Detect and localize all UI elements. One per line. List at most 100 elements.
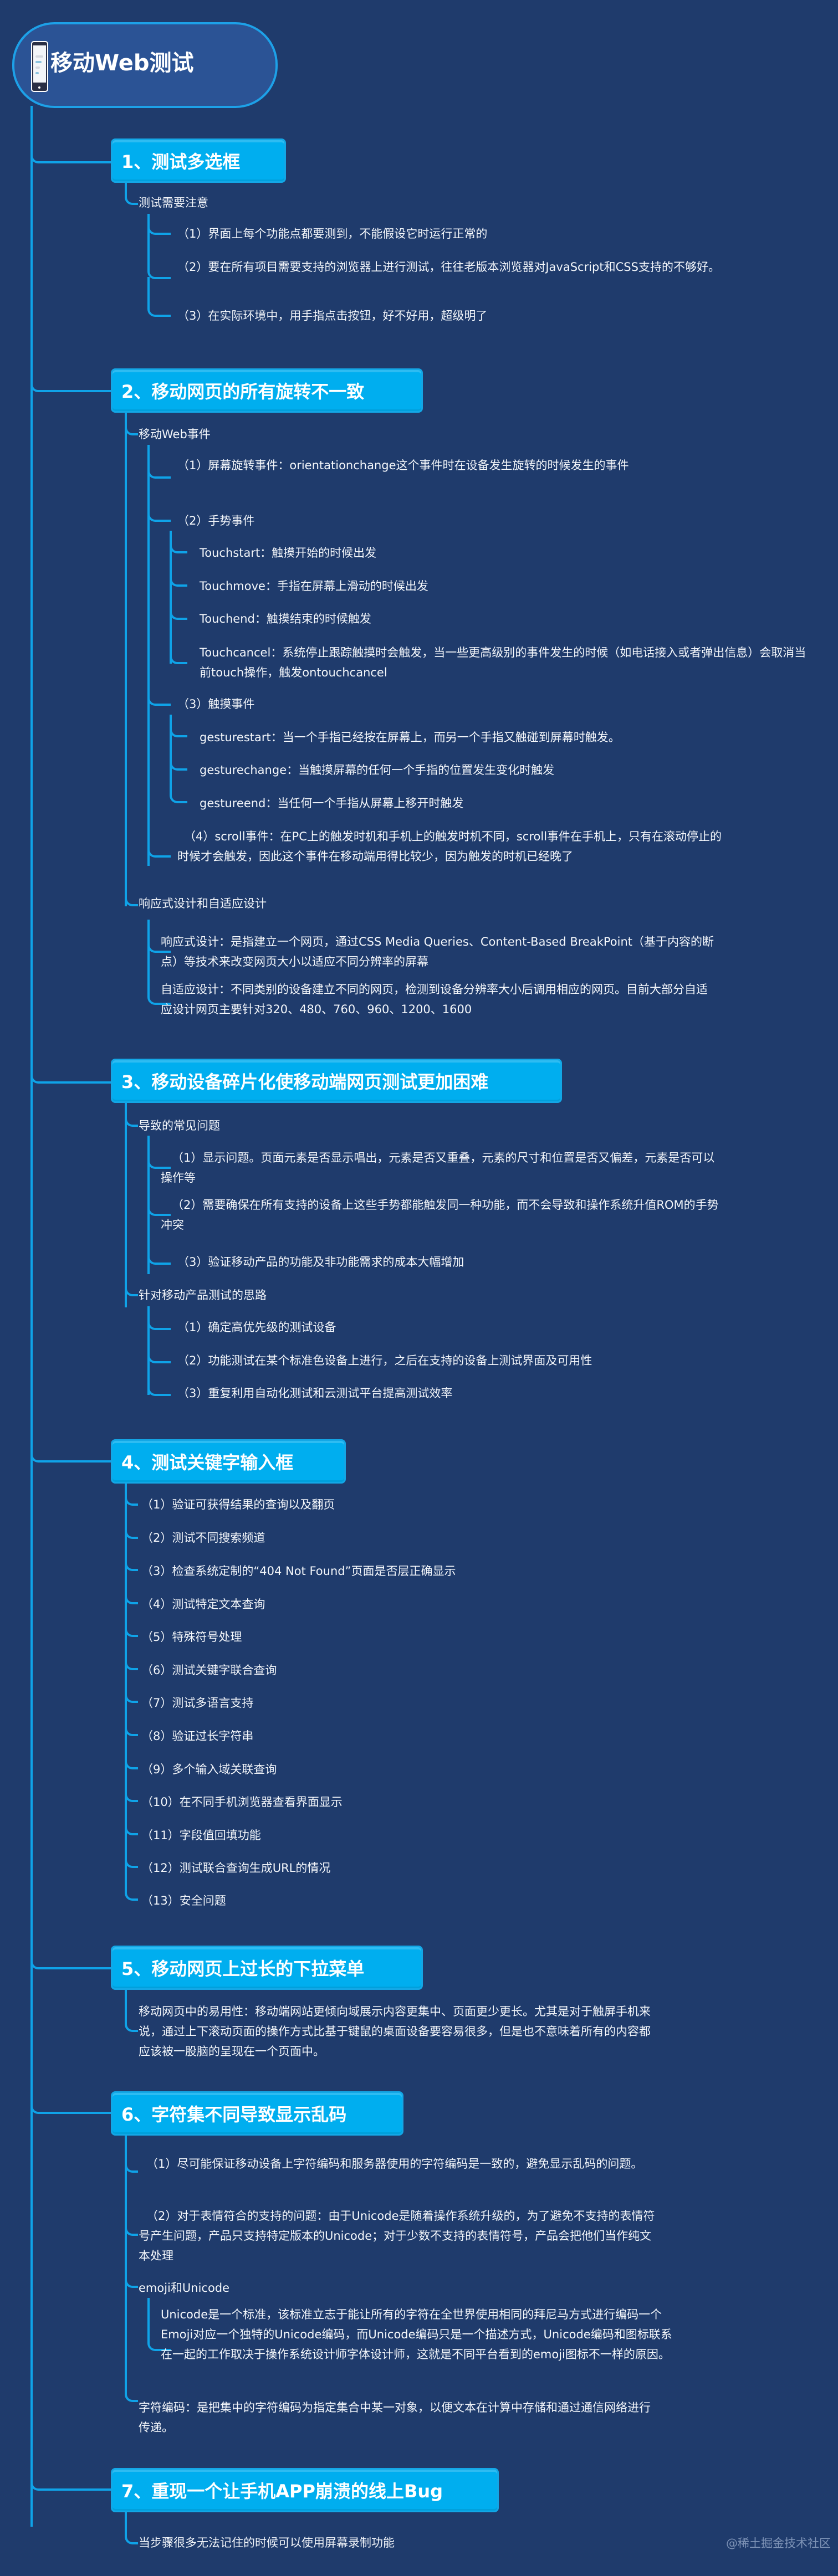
list-item[interactable]: （5）特殊符号处理 bbox=[141, 1630, 242, 1644]
connector bbox=[147, 454, 171, 479]
connector bbox=[125, 2321, 138, 2402]
list-item[interactable]: Touchmove：手指在屏幕上滑动的时候出发 bbox=[200, 579, 428, 593]
subtopic-common-issues[interactable]: 导致的常见问题 bbox=[139, 1119, 220, 1132]
connector bbox=[30, 2083, 113, 2114]
list-item[interactable]: （2）功能测试在某个标准色设备上进行，之后在支持的设备上测试界面及可用性 bbox=[177, 1354, 592, 1367]
mobile-phone-icon bbox=[31, 41, 48, 92]
connector bbox=[170, 715, 172, 776]
list-item[interactable]: （12）测试联合查询生成URL的情况 bbox=[141, 1861, 331, 1875]
connector bbox=[147, 2298, 171, 2351]
root-title: 移动Web测试 bbox=[50, 50, 194, 76]
subtopic-responsive-adaptive[interactable]: 响应式设计和自适应设计 bbox=[139, 897, 267, 910]
list-item[interactable]: （13）安全问题 bbox=[141, 1894, 226, 1907]
list-item[interactable]: （4）测试特定文本查询 bbox=[141, 1598, 265, 1611]
connector bbox=[170, 573, 187, 587]
list-item[interactable]: Touchcancel：系统停止跟踪触摸时会触发，当一些更高级别的事件发生的时候… bbox=[200, 646, 806, 679]
list-item-gesture-events[interactable]: （2）手势事件 bbox=[177, 514, 255, 527]
connector bbox=[125, 412, 127, 906]
list-item[interactable]: （2）要在所有项目需要支持的浏览器上进行测试，往往老版本浏览器对JavaScri… bbox=[177, 260, 720, 274]
topic-2[interactable]: 2、移动网页的所有旋转不一致 bbox=[111, 368, 423, 413]
connector bbox=[125, 2271, 138, 2288]
connector bbox=[170, 756, 187, 771]
list-item[interactable]: （11）字段值回填功能 bbox=[141, 1829, 261, 1842]
list-item[interactable]: gesturestart：当一个手指已经按在屏幕上，而另一个手指又触碰到屏幕时触… bbox=[200, 731, 620, 744]
root-node[interactable]: 移动Web测试 bbox=[12, 22, 278, 108]
list-item[interactable]: （1）屏幕旋转事件：orientationchange这个事件时在设备发生旋转的… bbox=[177, 459, 629, 472]
connector bbox=[147, 277, 171, 317]
list-item-touch-events[interactable]: （3）触摸事件 bbox=[177, 697, 255, 711]
list-item[interactable]: （1）显示问题。页面元素是否显示唱出，元素是否又重叠，元素的尺寸和位置是否又偏差… bbox=[161, 1151, 715, 1184]
list-item[interactable]: （3）在实际环境中，用手指点击按钮，好不好用，超级明了 bbox=[177, 309, 488, 322]
list-item[interactable]: （2）需要确保在所有支持的设备上这些手势都能触发同一种功能，而不会导致和操作系统… bbox=[161, 1198, 719, 1231]
topic-7[interactable]: 7、重现一个让手机APP崩溃的线上Bug bbox=[111, 2468, 499, 2512]
connector bbox=[147, 1374, 171, 1396]
list-item[interactable]: （7）测试多语言支持 bbox=[141, 1696, 254, 1710]
connector bbox=[125, 1274, 138, 1296]
list-item[interactable]: （2）测试不同搜索频道 bbox=[141, 1531, 265, 1544]
list-item[interactable]: （6）测试关键字联合查询 bbox=[141, 1664, 277, 1677]
connector bbox=[147, 1246, 171, 1265]
connector bbox=[30, 2460, 113, 2491]
connector bbox=[125, 1726, 138, 1736]
subtopic-testing-approach[interactable]: 针对移动产品测试的思路 bbox=[139, 1289, 267, 1302]
connector bbox=[30, 1418, 113, 1463]
list-item[interactable]: （2）对于表情符合的支持的问题：由于Unicode是随着操作系统升级的，为了避免… bbox=[139, 2209, 655, 2262]
connector bbox=[125, 1561, 138, 1571]
connector bbox=[170, 723, 187, 737]
connector bbox=[170, 776, 187, 803]
list-item[interactable]: gesturechange：当触摸屏幕的任何一个手指的位置发生变化时触发 bbox=[200, 763, 555, 777]
list-item[interactable]: （9）多个输入域关联查询 bbox=[141, 1763, 277, 1776]
list-item[interactable]: 响应式设计：是指建立一个网页，通过CSS Media Queries、Conte… bbox=[161, 935, 714, 968]
list-item[interactable]: （1）确定高优先级的测试设备 bbox=[177, 1321, 336, 1334]
list-item[interactable]: 自适应设计：不同类别的设备建立不同的网页，检测到设备分辨率大小后调用相应的网页。… bbox=[161, 983, 708, 1016]
connector bbox=[125, 1484, 127, 1893]
connector bbox=[125, 1990, 138, 2032]
topic-3[interactable]: 3、移动设备碎片化使移动端网页测试更加困难 bbox=[111, 1059, 562, 1103]
list-item[interactable]: Touchend：触摸结束的时候触发 bbox=[200, 612, 371, 625]
topic-1[interactable]: 1、测试多选框 bbox=[111, 138, 286, 183]
list-item[interactable]: gestureend：当任何一个手指从屏幕上移开时触发 bbox=[200, 797, 464, 810]
connector bbox=[125, 2512, 138, 2544]
list-item[interactable]: Touchstart：触摸开始的时候出发 bbox=[200, 546, 377, 560]
connector bbox=[170, 540, 187, 553]
list-item[interactable]: （1）验证可获得结果的查询以及翻页 bbox=[141, 1498, 335, 1511]
list-item[interactable]: （8）验证过长字符串 bbox=[141, 1730, 254, 1743]
subtopic-emoji-unicode[interactable]: emoji和Unicode bbox=[139, 2281, 230, 2295]
main-trunk-line bbox=[30, 106, 33, 2527]
paragraph-usability[interactable]: 移动网页中的易用性：移动端网站更倾向域展示内容更集中、页面更少更长。尤其是对于触… bbox=[139, 2005, 651, 2058]
connector bbox=[125, 1881, 138, 1901]
list-item[interactable]: （3）验证移动产品的功能及非功能需求的成本大幅增加 bbox=[177, 1255, 464, 1269]
topic-6[interactable]: 6、字符集不同导致显示乱码 bbox=[111, 2091, 403, 2136]
connector bbox=[125, 2155, 138, 2173]
topic-4[interactable]: 4、测试关键字输入框 bbox=[111, 1439, 346, 1484]
subtopic-mobile-web-events[interactable]: 移动Web事件 bbox=[139, 428, 211, 441]
connector bbox=[125, 1858, 138, 1868]
connector bbox=[30, 106, 113, 163]
list-item[interactable]: （4）scroll事件：在PC上的触发时机和手机上的触发时机不同，scroll事… bbox=[177, 830, 722, 863]
connector bbox=[170, 531, 172, 664]
list-item[interactable]: （10）在不同手机浏览器查看界面显示 bbox=[141, 1795, 343, 1809]
connector bbox=[147, 953, 171, 1005]
connector bbox=[30, 1906, 113, 1969]
list-item[interactable]: （3）检查系统定制的“404 Not Found”页面是否层正确显示 bbox=[141, 1564, 456, 1578]
connector bbox=[125, 421, 138, 435]
connector bbox=[125, 183, 138, 205]
connector bbox=[125, 1102, 127, 1307]
list-item[interactable]: （3）重复利用自动化测试和云测试平台提高测试效率 bbox=[177, 1387, 453, 1400]
paragraph-charset[interactable]: 字符编码：是把集中的字符编码为指定集合中某一对象，以便文本在计算中存储和通过通信… bbox=[139, 2401, 651, 2434]
connector bbox=[147, 687, 171, 706]
connector bbox=[30, 1025, 113, 1084]
topic-5[interactable]: 5、移动网页上过长的下拉菜单 bbox=[111, 1946, 423, 1990]
connector bbox=[147, 233, 171, 279]
list-item[interactable]: 当步骤很多无法记住的时候可以使用屏幕录制功能 bbox=[139, 2536, 395, 2549]
connector bbox=[170, 607, 187, 620]
connector bbox=[125, 1759, 138, 1769]
connector bbox=[147, 1346, 171, 1363]
connector bbox=[125, 1660, 138, 1670]
connector bbox=[125, 1825, 138, 1835]
subtopic-test-notes[interactable]: 测试需要注意 bbox=[139, 196, 208, 209]
connector bbox=[125, 1496, 138, 1506]
list-item[interactable]: （1）尽可能保证移动设备上字符编码和服务器使用的字符编码是一致的，避免显示乱码的… bbox=[146, 2157, 643, 2170]
paragraph-unicode[interactable]: Unicode是一个标准，该标准立志于能让所有的字符在全世界使用相同的拜尼马方式… bbox=[161, 2308, 672, 2361]
list-item[interactable]: （1）界面上每个功能点都要测到，不能假设它时运行正常的 bbox=[177, 227, 488, 240]
